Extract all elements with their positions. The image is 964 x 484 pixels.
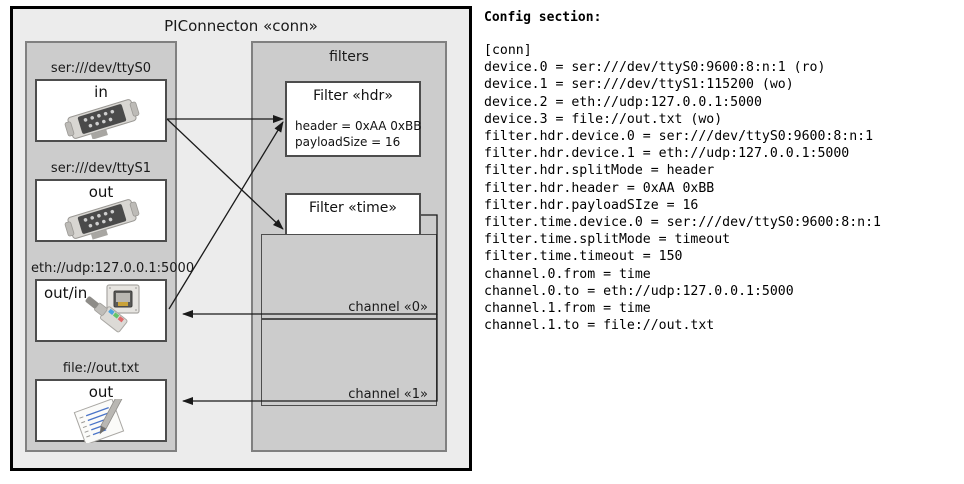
config-line: filter.hdr.payloadSIze = 16 — [484, 197, 699, 213]
config-line: device.3 = file://out.txt (wo) — [484, 111, 723, 127]
filters-panel-title: filters — [329, 49, 369, 65]
config-line: filter.hdr.device.0 = ser:///dev/ttyS0:9… — [484, 129, 874, 145]
device-file[interactable]: file://out.txt out — [35, 361, 167, 446]
config-line: channel.0.from = time — [484, 266, 651, 282]
channel-1-label: channel «1» — [348, 387, 428, 402]
config-line: channel.0.to = eth://udp:127.0.0.1:5000 — [484, 283, 794, 299]
config-line: [conn] — [484, 43, 532, 58]
serial-port-icon — [63, 197, 141, 241]
config-line: channel.1.from = time — [484, 301, 651, 317]
connection-diagram: PIConnecton «conn» ser:///dev/ttyS0 in — [10, 6, 472, 471]
config-line: device.1 = ser:///dev/ttyS1:115200 (wo) — [484, 77, 794, 93]
config-line: filter.hdr.device.1 = eth://udp:127.0.0.… — [484, 146, 850, 162]
config-line: filter.time.splitMode = timeout — [484, 232, 731, 248]
filter-hdr-prop-payloadsize: payloadSize = 16 — [295, 135, 401, 149]
filter-hdr-box[interactable]: Filter «hdr» header = 0xAA 0xBB payloadS… — [285, 81, 421, 157]
device-ttys0[interactable]: ser:///dev/ttyS0 in — [35, 61, 167, 143]
device-ttys0-label: ser:///dev/ttyS0 — [50, 61, 152, 76]
config-heading: Config section: — [484, 10, 602, 25]
device-file-box[interactable]: out — [35, 379, 167, 446]
device-ttys1-box[interactable]: out — [35, 179, 167, 242]
device-eth-label: eth://udp:127.0.0.1:5000 — [31, 261, 195, 276]
device-eth-mode: out/in — [44, 284, 88, 302]
channel-0-box[interactable]: channel «0» — [261, 234, 437, 319]
config-line: filter.time.device.0 = ser:///dev/ttyS0:… — [484, 215, 881, 231]
config-line: filter.time.timeout = 150 — [484, 249, 683, 265]
channel-1-box[interactable]: channel «1» — [261, 319, 437, 406]
device-eth[interactable]: eth://udp:127.0.0.1:5000 out/in — [31, 261, 195, 343]
filter-time-title: Filter «time» — [309, 200, 397, 216]
filter-hdr-title: Filter «hdr» — [313, 88, 393, 104]
device-ttys1-mode: out — [88, 183, 114, 201]
device-ttys1[interactable]: ser:///dev/ttyS1 out — [35, 161, 167, 243]
config-line: filter.hdr.header = 0xAA 0xBB — [484, 180, 715, 196]
config-line: device.0 = ser:///dev/ttyS0:9600:8:n:1 (… — [484, 60, 826, 76]
serial-port-icon — [63, 99, 141, 140]
text-file-icon — [69, 395, 139, 446]
filter-hdr-prop-header: header = 0xAA 0xBB — [295, 119, 422, 133]
config-line: channel.1.to = file://out.txt — [484, 318, 715, 334]
device-ttys0-box[interactable]: in — [35, 79, 167, 142]
config-section: Config section: [conn] device.0 = ser:///… — [484, 6, 960, 476]
device-eth-box[interactable]: out/in — [35, 279, 167, 342]
channel-0-label: channel «0» — [348, 300, 428, 315]
ethernet-jack-icon — [85, 283, 165, 341]
config-line: filter.hdr.splitMode = header — [484, 163, 715, 179]
diagram-title: PIConnecton «conn» — [164, 17, 318, 35]
device-file-label: file://out.txt — [62, 361, 140, 376]
device-file-mode: out — [88, 383, 114, 401]
config-lines: [conn] device.0 = ser:///dev/ttyS0:9600:8… — [484, 42, 960, 334]
device-ttys0-mode: in — [94, 83, 108, 101]
device-ttys1-label: ser:///dev/ttyS1 — [50, 161, 152, 176]
config-line: device.2 = eth://udp:127.0.0.1:5000 — [484, 94, 762, 110]
